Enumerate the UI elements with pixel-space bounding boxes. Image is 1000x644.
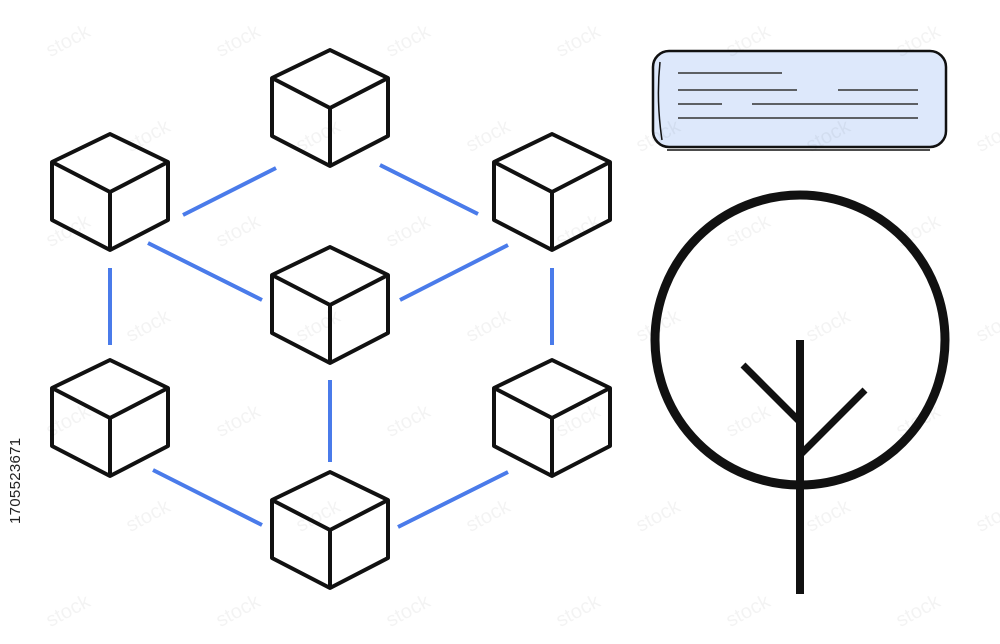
cube-inner-edges bbox=[51, 160, 169, 250]
cube-inner-edges bbox=[51, 386, 169, 476]
panel-sketch-edge bbox=[657, 61, 663, 141]
cube-bottom-icon bbox=[270, 470, 390, 590]
network-cubes bbox=[50, 48, 612, 590]
connector-line bbox=[379, 163, 479, 216]
cube-inner-edges bbox=[271, 76, 389, 166]
connector-line bbox=[147, 241, 263, 302]
connector-line bbox=[182, 166, 277, 217]
tree-branch-left bbox=[740, 362, 803, 425]
network-connectors bbox=[108, 163, 554, 529]
text-panel-body bbox=[651, 49, 948, 149]
connector-line bbox=[399, 243, 509, 302]
cube-inner-edges bbox=[493, 160, 611, 250]
stock-id-text: 1705523671 bbox=[7, 437, 24, 524]
connector-line bbox=[397, 470, 509, 529]
cube-inner-edges bbox=[271, 273, 389, 363]
cube-top-icon bbox=[270, 48, 390, 168]
cube-center-icon bbox=[270, 245, 390, 365]
cube-upper-left-icon bbox=[50, 132, 170, 252]
cube-inner-edges bbox=[271, 498, 389, 588]
cube-lower-right-icon bbox=[492, 358, 612, 478]
panel-text-lines bbox=[678, 72, 918, 119]
text-panel-icon bbox=[651, 49, 948, 151]
tree-icon bbox=[650, 190, 950, 594]
tree-branch-right bbox=[797, 387, 868, 458]
cube-upper-right-icon bbox=[492, 132, 612, 252]
cube-lower-left-icon bbox=[50, 358, 170, 478]
connector-line bbox=[152, 468, 263, 527]
cube-inner-edges bbox=[493, 386, 611, 476]
